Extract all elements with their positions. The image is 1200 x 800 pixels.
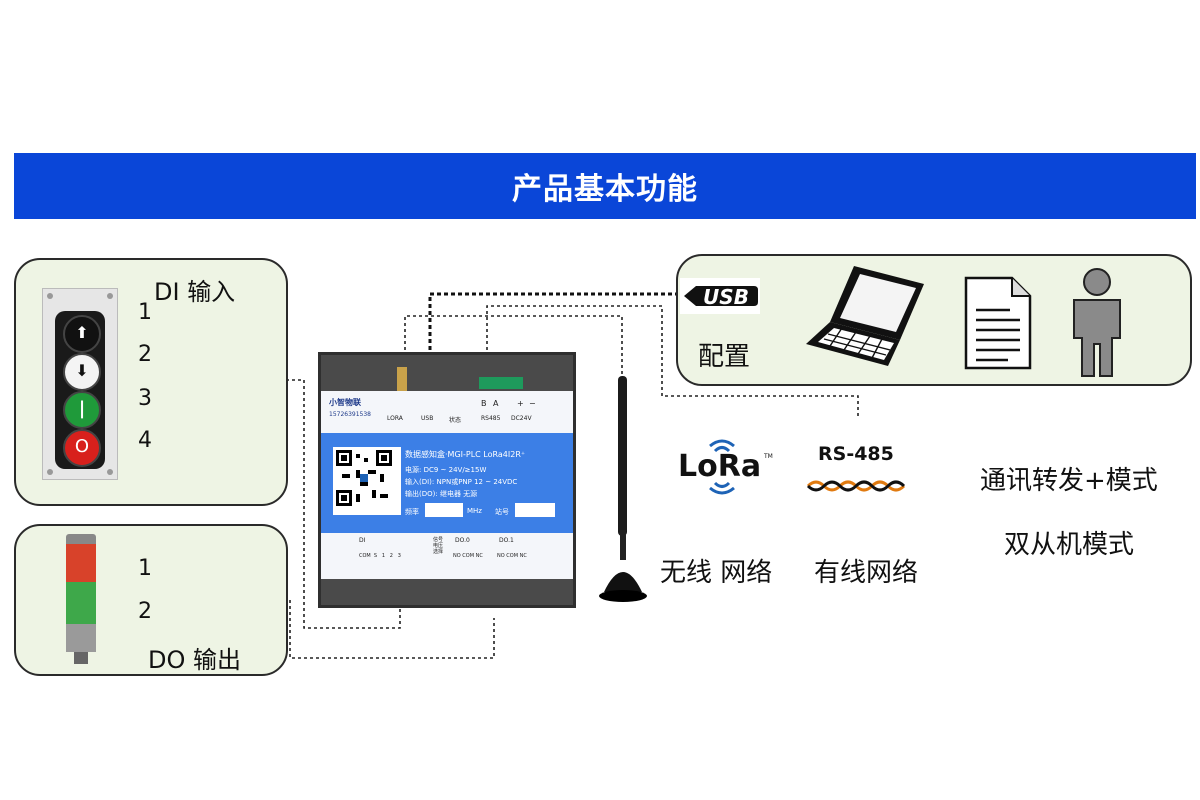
freq-unit: MHz — [467, 507, 482, 515]
config-panel: USB 配置 — [676, 254, 1192, 386]
terminal-label: B — [481, 399, 487, 408]
freq-field — [425, 503, 463, 517]
port-label: DC24V — [511, 415, 532, 422]
wired-network-label: 有线网络 — [814, 558, 919, 588]
port-label: 状态 — [449, 417, 462, 424]
forward-mode-label: 通讯转发+模式 — [980, 466, 1158, 496]
wireless-network-label: 无线 网络 — [660, 558, 773, 588]
device-phone: 15726391538 — [329, 411, 371, 418]
station-label: 站号 — [495, 508, 509, 516]
di-input-label: 4 — [138, 428, 152, 453]
usb-logo-icon: USB — [680, 278, 760, 314]
do0-terminals: NO COM NC — [453, 553, 483, 559]
device-name: 数据感知盒·MGI-PLC LoRa4I2R⁺ — [405, 450, 526, 459]
usb-wire — [428, 292, 680, 350]
device-brand: 小智物联 — [329, 398, 361, 407]
antenna-icon — [599, 376, 647, 602]
port-label: LORA — [387, 415, 403, 422]
device-module: 小智物联 15726391538 LORA USB 状态 RS485 DC24V… — [318, 352, 576, 608]
antenna-connector-icon — [397, 367, 407, 395]
up-button-icon: ⬆ — [63, 315, 101, 353]
tower-light-icon — [64, 534, 98, 664]
document-icon — [964, 276, 1032, 370]
device-header-strip: 小智物联 15726391538 LORA USB 状态 RS485 DC24V… — [321, 391, 573, 433]
page-banner: 产品基本功能 — [14, 153, 1196, 219]
di-panel: DI 输入 ⬆ ⬇ | O 1 2 3 4 — [14, 258, 288, 506]
do1-label: DO.1 — [499, 537, 514, 544]
signal-voltage-label: 信号 电压 选择 — [433, 537, 444, 555]
do-output-label: 2 — [138, 599, 152, 624]
do-panel: 1 2 DO 输出 — [14, 524, 288, 676]
config-label: 配置 — [698, 342, 751, 372]
di-input-label: 3 — [138, 386, 152, 411]
push-button-box: ⬆ ⬇ | O — [42, 288, 118, 480]
red-stop-button-icon: O — [63, 429, 101, 467]
di-input-label: 2 — [138, 342, 152, 367]
do0-label: DO.0 — [455, 537, 470, 544]
device-spec-input: 输入(DI): NPN或PNP 12 ~ 24VDC — [405, 478, 518, 486]
port-label: RS485 — [481, 415, 501, 422]
device-spec-output: 输出(DO): 继电器 无源 — [405, 490, 478, 498]
do-panel-title: DO 输出 — [148, 646, 241, 674]
rs485-logo-text: RS-485 — [818, 443, 894, 465]
device-spec-power: 电源: DC9 ~ 24V/≥15W — [405, 466, 487, 474]
down-button-icon: ⬇ — [63, 353, 101, 391]
qr-code-icon — [333, 447, 401, 515]
terminal-block-icon — [479, 377, 523, 389]
di-terminals: COM S 1 2 3 — [359, 553, 401, 559]
banner-title: 产品基本功能 — [512, 172, 698, 207]
lora-logo-text: LoRa — [678, 449, 761, 484]
freq-label: 频率 — [405, 508, 419, 516]
device-bottom-strip: DI COM S 1 2 3 信号 电压 选择 DO.0 NO COM NC D… — [321, 533, 573, 579]
lora-logo-icon: LoRa TM — [676, 434, 776, 500]
usb-logo-text: USB — [703, 285, 749, 309]
terminal-label: − — [529, 399, 536, 408]
laptop-icon — [806, 266, 924, 366]
lora-tm-text: TM — [763, 453, 773, 460]
port-label: USB — [421, 415, 434, 422]
device-top-housing — [321, 355, 573, 391]
terminal-label: + — [517, 399, 524, 408]
person-icon — [1073, 268, 1121, 377]
di-panel-title: DI 输入 — [154, 278, 236, 306]
do1-terminals: NO COM NC — [497, 553, 527, 559]
di-terminal-label: DI — [359, 537, 366, 544]
rs485-wire — [486, 305, 859, 416]
green-start-button-icon: | — [63, 391, 101, 429]
rs485-logo-icon: RS-485 — [806, 440, 916, 500]
di-input-label: 1 — [138, 300, 152, 325]
station-field — [515, 503, 555, 517]
do-output-label: 1 — [138, 556, 152, 581]
terminal-label: A — [493, 399, 499, 408]
dual-slave-label: 双从机模式 — [1004, 530, 1135, 560]
do-to-device-wire — [289, 600, 495, 659]
device-bottom-housing — [321, 579, 573, 605]
